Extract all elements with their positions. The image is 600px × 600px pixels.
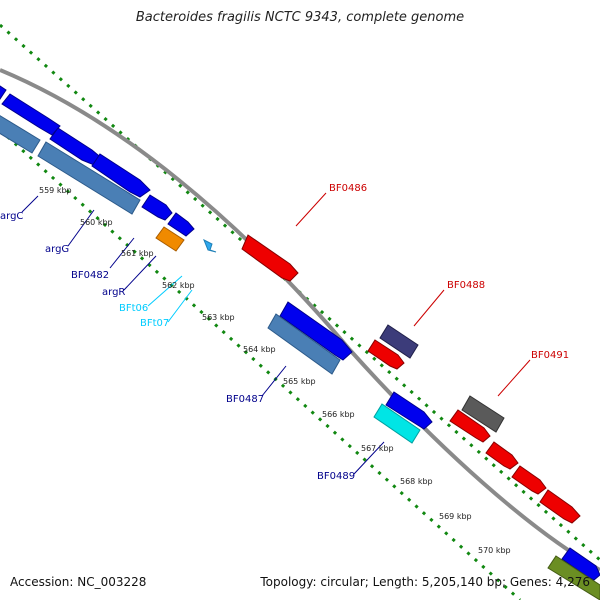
tick-561: 561 kbp: [121, 249, 154, 258]
gene-blue-9[interactable]: [561, 547, 600, 581]
gene-BF0486[interactable]: [241, 234, 299, 282]
tick-559: 559 kbp: [39, 186, 72, 195]
gene-steel-1[interactable]: [0, 112, 41, 154]
label-BF0491[interactable]: BF0491: [531, 350, 569, 361]
gene-blue-5[interactable]: [141, 194, 173, 221]
tick-565: 565 kbp: [283, 377, 316, 386]
label-BF0487[interactable]: BF0487: [226, 394, 264, 405]
label-BF0482[interactable]: BF0482: [71, 270, 109, 281]
gene-blue-2[interactable]: [1, 93, 61, 136]
leader-BFt06: [147, 275, 183, 307]
topology-text: Topology: circular; Length: 5,205,140 bp…: [260, 575, 590, 589]
gene-blue-7[interactable]: [279, 301, 353, 361]
gene-steel-2[interactable]: [37, 141, 141, 215]
gene-BF0488[interactable]: [379, 324, 419, 359]
gene-BF0489[interactable]: [373, 403, 421, 444]
leader-BF0486: [295, 192, 327, 227]
gene-red-2[interactable]: [367, 339, 405, 370]
label-BF0486[interactable]: BF0486: [329, 183, 367, 194]
gene-blue-1[interactable]: [0, 82, 7, 100]
tick-570: 570 kbp: [478, 546, 511, 555]
tick-560: 560 kbp: [80, 218, 113, 227]
gene-olive[interactable]: [547, 555, 600, 600]
map-title: Bacteroides fragilis NCTC 9343, complete…: [135, 10, 465, 25]
label-BF0488[interactable]: BF0488: [447, 280, 485, 291]
label-argG[interactable]: argG: [45, 244, 69, 255]
tick-562: 562 kbp: [162, 281, 195, 290]
leader-BF0487: [261, 365, 287, 397]
gene-blue-4[interactable]: [91, 153, 151, 198]
inner-dotted-track: [0, 128, 522, 600]
leader-BFt07: [167, 289, 193, 323]
leader-BF0482: [109, 237, 135, 269]
label-argC[interactable]: argC: [0, 211, 23, 222]
tick-567: 567 kbp: [361, 444, 394, 453]
gene-BF0482[interactable]: [155, 226, 185, 252]
gene-red-3[interactable]: [449, 409, 491, 443]
label-BFt07[interactable]: BFt07: [140, 318, 169, 329]
tick-566: 566 kbp: [322, 410, 355, 419]
leader-BF0491: [497, 359, 531, 397]
leader-BF0489: [353, 441, 385, 475]
leader-argC: [21, 195, 39, 213]
gene-blue-6[interactable]: [167, 212, 195, 237]
gene-red-5[interactable]: [511, 465, 547, 495]
gene-red-6[interactable]: [539, 489, 581, 524]
gene-red-4[interactable]: [485, 441, 519, 470]
gene-BF0487[interactable]: [267, 313, 341, 375]
tick-569: 569 kbp: [439, 512, 472, 521]
label-argR[interactable]: argR: [102, 287, 125, 298]
tick-564: 564 kbp: [243, 345, 276, 354]
accession-text: Accession: NC_003228: [10, 575, 147, 589]
tick-568: 568 kbp: [400, 477, 433, 486]
leader-BF0488: [413, 289, 445, 327]
label-BFt06[interactable]: BFt06: [119, 303, 148, 314]
trna-marker[interactable]: [203, 238, 217, 253]
label-BF0489[interactable]: BF0489: [317, 471, 355, 482]
leader-argG: [67, 209, 95, 247]
leader-argR: [123, 255, 157, 291]
gene-blue-8[interactable]: [385, 391, 433, 430]
gene-BF0491[interactable]: [461, 395, 505, 433]
tick-563: 563 kbp: [202, 313, 235, 322]
